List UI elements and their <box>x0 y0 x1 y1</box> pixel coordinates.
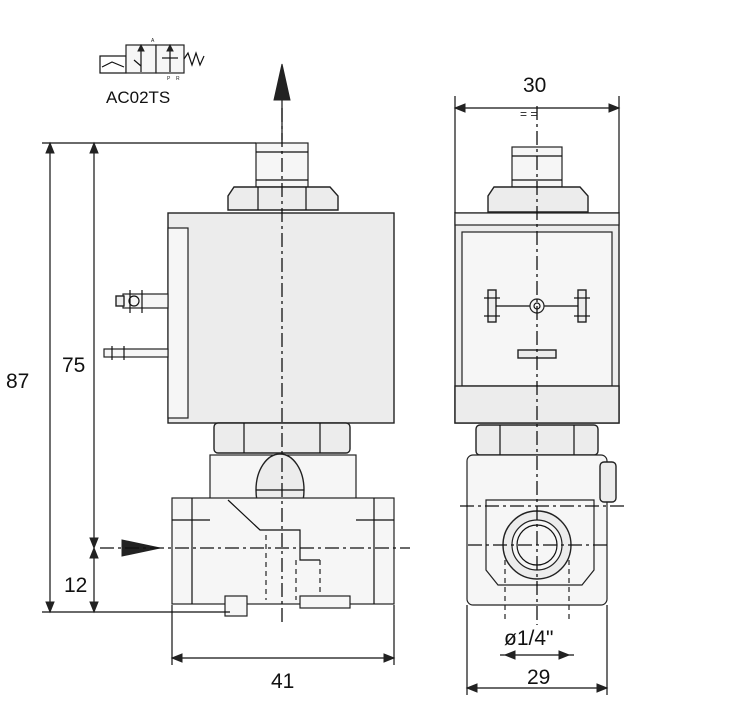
dim-side-width: 29 <box>527 666 550 689</box>
dim-body-to-top-height: 75 <box>62 354 85 377</box>
port-label-p: P <box>167 76 171 82</box>
dim-coil-width: 30 <box>523 74 546 97</box>
terminal-lower <box>103 346 169 360</box>
side-view: = = <box>454 106 625 625</box>
dim-front-width: 41 <box>271 670 294 693</box>
port-label-r: R <box>176 76 180 82</box>
port-label-a: A <box>151 38 155 44</box>
terminal-upper <box>115 290 169 313</box>
valve-schematic-symbol: A P R <box>99 38 205 82</box>
dim-port-height: 12 <box>64 574 87 597</box>
dim-port-size: ø1/4" <box>504 627 553 650</box>
dimension-lines <box>42 96 621 695</box>
inlet-arrow-icon <box>121 539 161 557</box>
svg-text:= =: = = <box>520 107 537 121</box>
front-view <box>100 63 410 625</box>
outlet-arrow-icon <box>273 63 291 101</box>
model-name: AC02TS <box>106 88 170 107</box>
dim-overall-height: 87 <box>6 370 29 393</box>
